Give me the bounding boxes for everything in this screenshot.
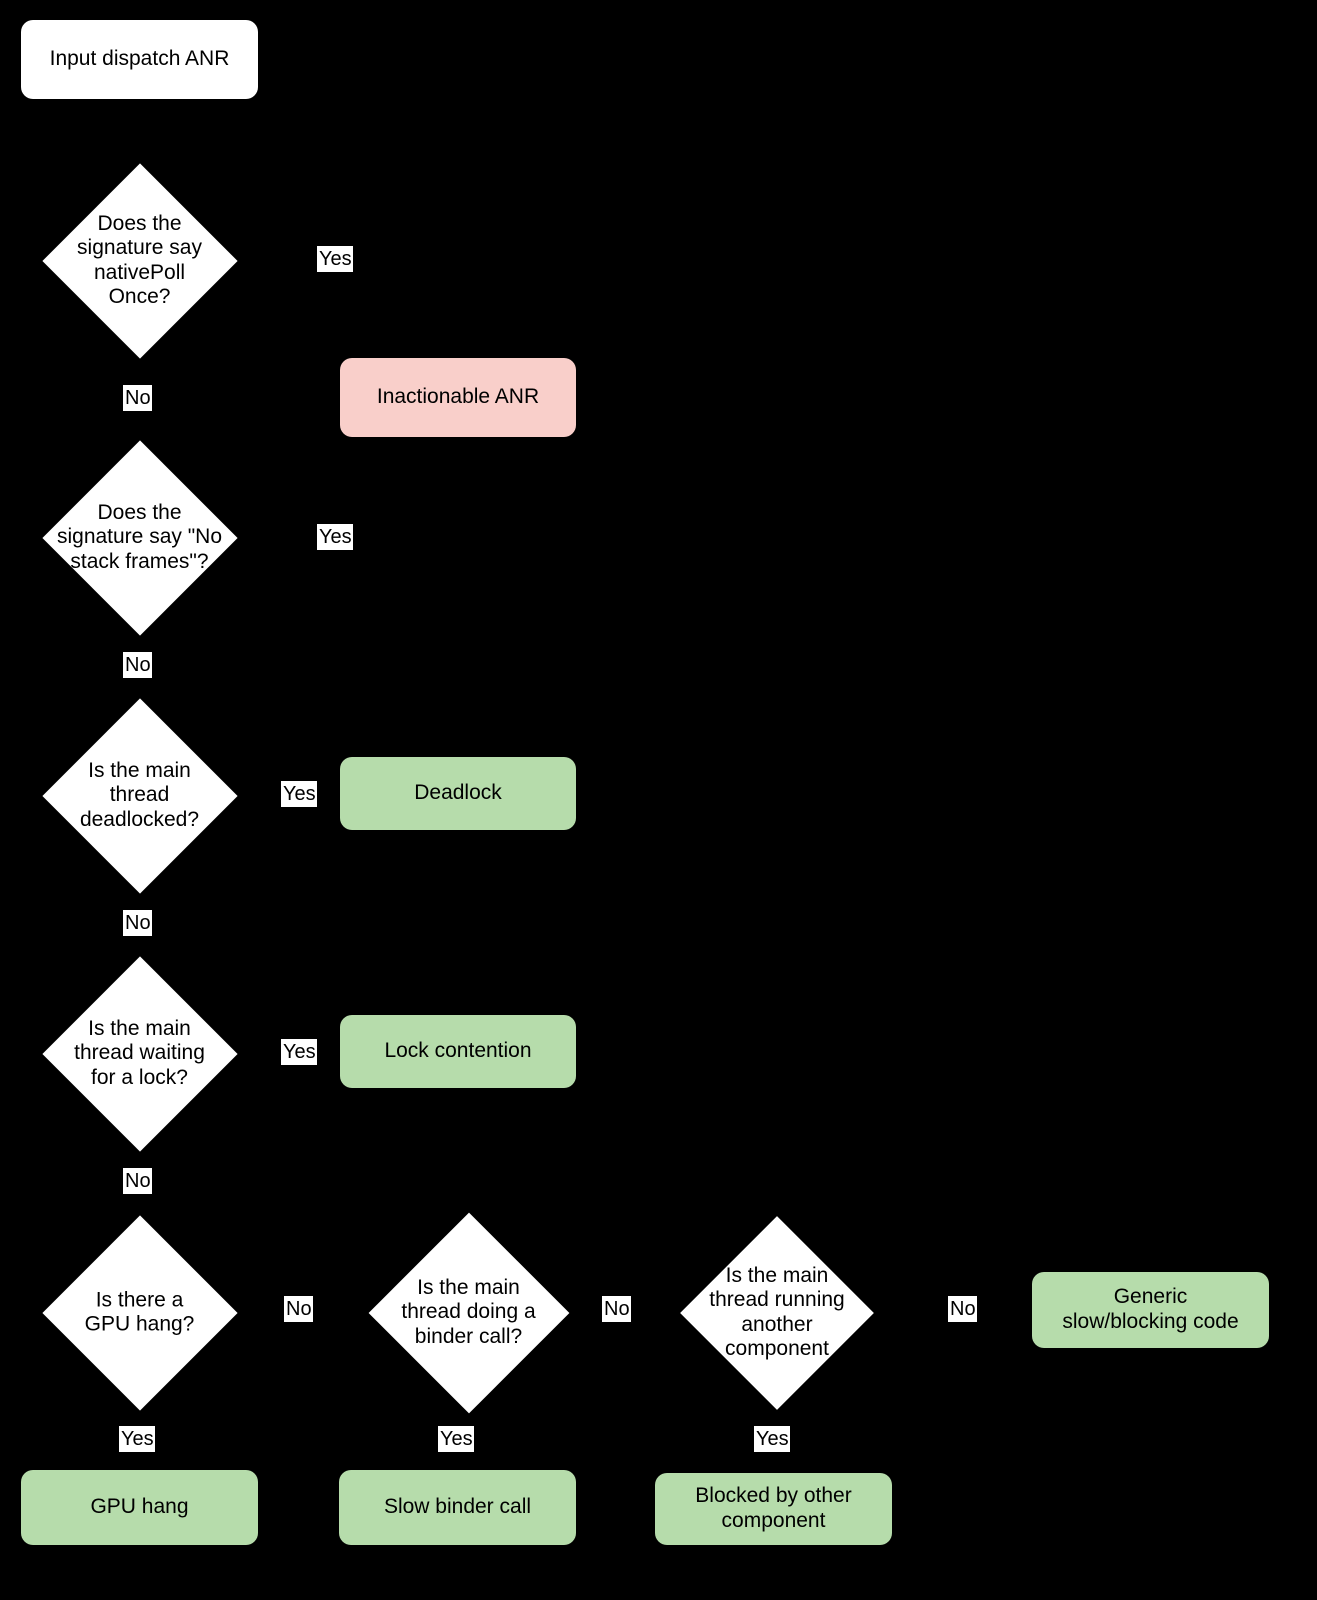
- edge-label-q7-yes: Yes: [754, 1426, 790, 1452]
- node-result-blocked-by-other-component[interactable]: Blocked by other component: [655, 1473, 892, 1545]
- edge-label-q6-no: No: [602, 1296, 631, 1322]
- node-question-gpu[interactable]: Is there a GPU hang?: [23, 1214, 256, 1411]
- node-question-component[interactable]: Is the main thread running another compo…: [663, 1215, 891, 1410]
- edge-label-q1-yes: Yes: [317, 246, 353, 272]
- edge-label-q1-no: No: [123, 385, 152, 411]
- connector-q2-yes-horizontal: [256, 536, 457, 538]
- edge-label-q3-yes: Yes: [281, 781, 317, 807]
- node-question-nostackframes[interactable]: Does the signature say "No stack frames"…: [23, 439, 256, 636]
- node-question-component-label: Is the main thread running another compo…: [709, 1263, 845, 1361]
- arrowhead-q5-no: [342, 1303, 351, 1317]
- edge-label-q2-yes: Yes: [317, 524, 353, 550]
- arrowhead-q1-yes: [450, 350, 464, 359]
- node-result-generic-slow-blocking-code[interactable]: Generic slow/blocking code: [1032, 1272, 1269, 1348]
- edge-label-q3-no: No: [123, 910, 152, 936]
- node-question-binder-label: Is the main thread doing a binder call?: [401, 1275, 536, 1348]
- arrowhead-start-to-q1: [132, 155, 146, 164]
- node-result-slow-binder-call[interactable]: Slow binder call: [339, 1470, 576, 1545]
- node-result-gpu-hang[interactable]: GPU hang: [21, 1470, 258, 1545]
- node-result-inactionable-anr[interactable]: Inactionable ANR: [340, 358, 576, 437]
- node-question-lock[interactable]: Is the main thread waiting for a lock?: [23, 955, 256, 1152]
- node-result-lock-contention[interactable]: Lock contention: [340, 1015, 576, 1088]
- node-question-nostackframes-label: Does the signature say "No stack frames"…: [56, 500, 223, 573]
- connector-start-to-q1: [138, 99, 140, 163]
- arrowhead-q5-yes: [132, 1462, 146, 1471]
- arrowhead-q6-no: [659, 1303, 668, 1317]
- node-question-nativepollonce[interactable]: Does the signature say nativePoll Once?: [23, 162, 256, 359]
- edge-label-q5-no: No: [284, 1296, 313, 1322]
- node-result-deadlock[interactable]: Deadlock: [340, 757, 576, 830]
- edge-label-q2-no: No: [123, 652, 152, 678]
- edge-label-q4-yes: Yes: [281, 1039, 317, 1065]
- node-question-lock-label: Is the main thread waiting for a lock?: [74, 1016, 205, 1089]
- connector-q1-yes-vertical: [456, 259, 458, 358]
- node-question-gpu-label: Is there a GPU hang?: [84, 1287, 195, 1336]
- node-question-binder[interactable]: Is the main thread doing a binder call?: [347, 1212, 590, 1413]
- edge-label-q6-yes: Yes: [438, 1426, 474, 1452]
- connector-q7-yes: [772, 1430, 774, 1497]
- edge-label-q5-yes: Yes: [119, 1426, 155, 1452]
- node-question-deadlocked[interactable]: Is the main thread deadlocked?: [23, 697, 256, 894]
- node-question-deadlocked-label: Is the main thread deadlocked?: [79, 758, 200, 831]
- connector-q2-yes-vertical: [456, 437, 458, 536]
- edge-label-q4-no: No: [123, 1168, 152, 1194]
- connector-q1-yes-horizontal: [256, 259, 457, 261]
- node-start[interactable]: Input dispatch ANR: [21, 20, 258, 99]
- arrowhead-q6-yes: [450, 1462, 464, 1471]
- node-question-nativepollonce-label: Does the signature say nativePoll Once?: [77, 211, 202, 309]
- edge-label-q7-no: No: [948, 1296, 977, 1322]
